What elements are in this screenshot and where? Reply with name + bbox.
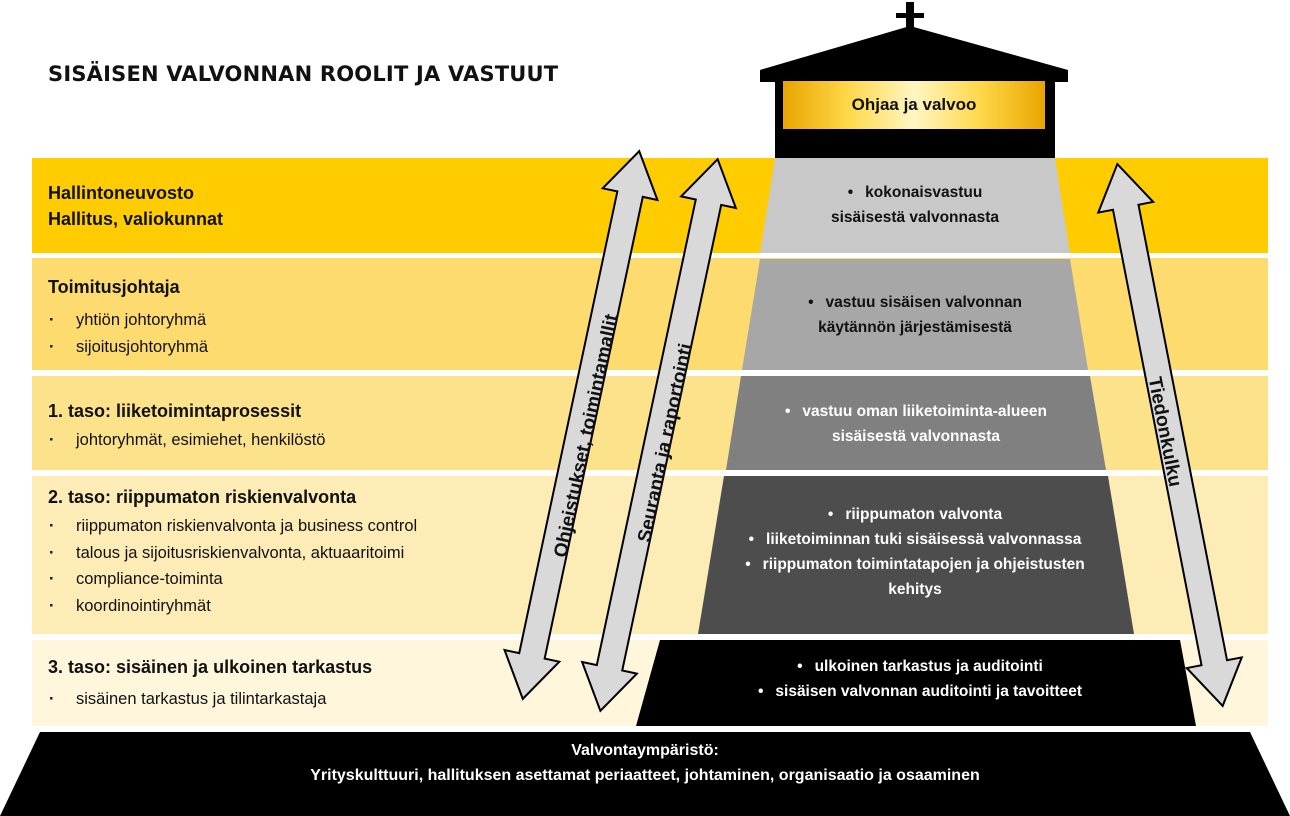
responsibility-line: riippumaton valvonta [700, 502, 1130, 527]
responsibility-board: kokonaisvastuu sisäisestä valvonnasta [750, 180, 1080, 230]
level-list-first: johtoryhmät, esimiehet, henkilöstö [48, 427, 325, 454]
responsibility-line: vastuu oman liiketoiminta-alueen [726, 399, 1106, 424]
list-item: riippumaton riskienvalvonta ja business … [48, 513, 417, 540]
diagram-title: SISÄISEN VALVONNAN ROOLIT JA VASTUUT [48, 62, 559, 86]
responsibility-second: riippumaton valvonta liiketoiminnan tuki… [700, 502, 1130, 602]
house-label: Ohjaa ja valvoo [783, 81, 1045, 129]
level-list-third: sisäinen tarkastus ja tilintarkastaja [48, 686, 326, 713]
arrow-information-icon [1096, 162, 1244, 708]
level-heading-third: 3. taso: sisäinen ja ulkoinen tarkastus [48, 657, 373, 677]
responsibility-line: ulkoinen tarkastus ja auditointi [660, 654, 1180, 679]
list-item: yhtiön johtoryhmä [48, 307, 208, 334]
foundation-text: Valvontaympäristö: Yrityskulttuuri, hall… [0, 738, 1290, 788]
responsibility-line: sisäisestä valvonnasta [830, 209, 1000, 226]
level-heading-second: 2. taso: riippumaton riskienvalvonta [48, 487, 357, 507]
arrow-guidance-icon [502, 149, 660, 701]
responsibility-line: kokonaisvastuu [750, 180, 1080, 205]
list-item: sisäinen tarkastus ja tilintarkastaja [48, 686, 326, 713]
responsibility-line: sisäisen valvonnan auditointi ja tavoitt… [660, 679, 1180, 704]
level-heading-board-2: Hallitus, valiokunnat [48, 209, 224, 229]
list-item: koordinointiryhmät [48, 593, 417, 620]
responsibility-line: sisäisestä valvonnasta [831, 428, 1001, 445]
level-heading-ceo: Toimitusjohtaja [48, 277, 180, 297]
responsibility-first: vastuu oman liiketoiminta-alueen sisäise… [726, 399, 1106, 449]
responsibility-line: riippumaton toimintatapojen ja ohjeistus… [700, 552, 1130, 577]
level-heading-first: 1. taso: liiketoimintaprosessit [48, 401, 302, 421]
level-list-second: riippumaton riskienvalvonta ja business … [48, 513, 417, 619]
responsibility-third: ulkoinen tarkastus ja auditointi sisäise… [660, 654, 1180, 704]
responsibility-line: vastuu sisäisen valvonnan [740, 290, 1090, 315]
responsibility-line: kehitys [888, 581, 942, 598]
responsibility-line: käytännön järjestämisestä [818, 319, 1012, 336]
list-item: compliance-toiminta [48, 566, 417, 593]
list-item: johtoryhmät, esimiehet, henkilöstö [48, 427, 325, 454]
level-heading-board-1: Hallintoneuvosto [48, 183, 195, 203]
responsibility-line: liiketoiminnan tuki sisäisessä valvonnas… [700, 527, 1130, 552]
responsibility-ceo: vastuu sisäisen valvonnan käytännön järj… [740, 290, 1090, 340]
foundation-base [0, 732, 1290, 816]
foundation-description: Yrityskulttuuri, hallituksen asettamat p… [310, 767, 980, 784]
list-item: talous ja sijoitusriskienvalvonta, aktua… [48, 540, 417, 567]
list-item: sijoitusjohtoryhmä [48, 334, 208, 361]
arrow-monitoring-icon [580, 157, 738, 713]
level-list-ceo: yhtiön johtoryhmä sijoitusjohtoryhmä [48, 307, 208, 360]
house-icon [760, 2, 1068, 158]
foundation-title: Valvontaympäristö: [571, 742, 719, 759]
